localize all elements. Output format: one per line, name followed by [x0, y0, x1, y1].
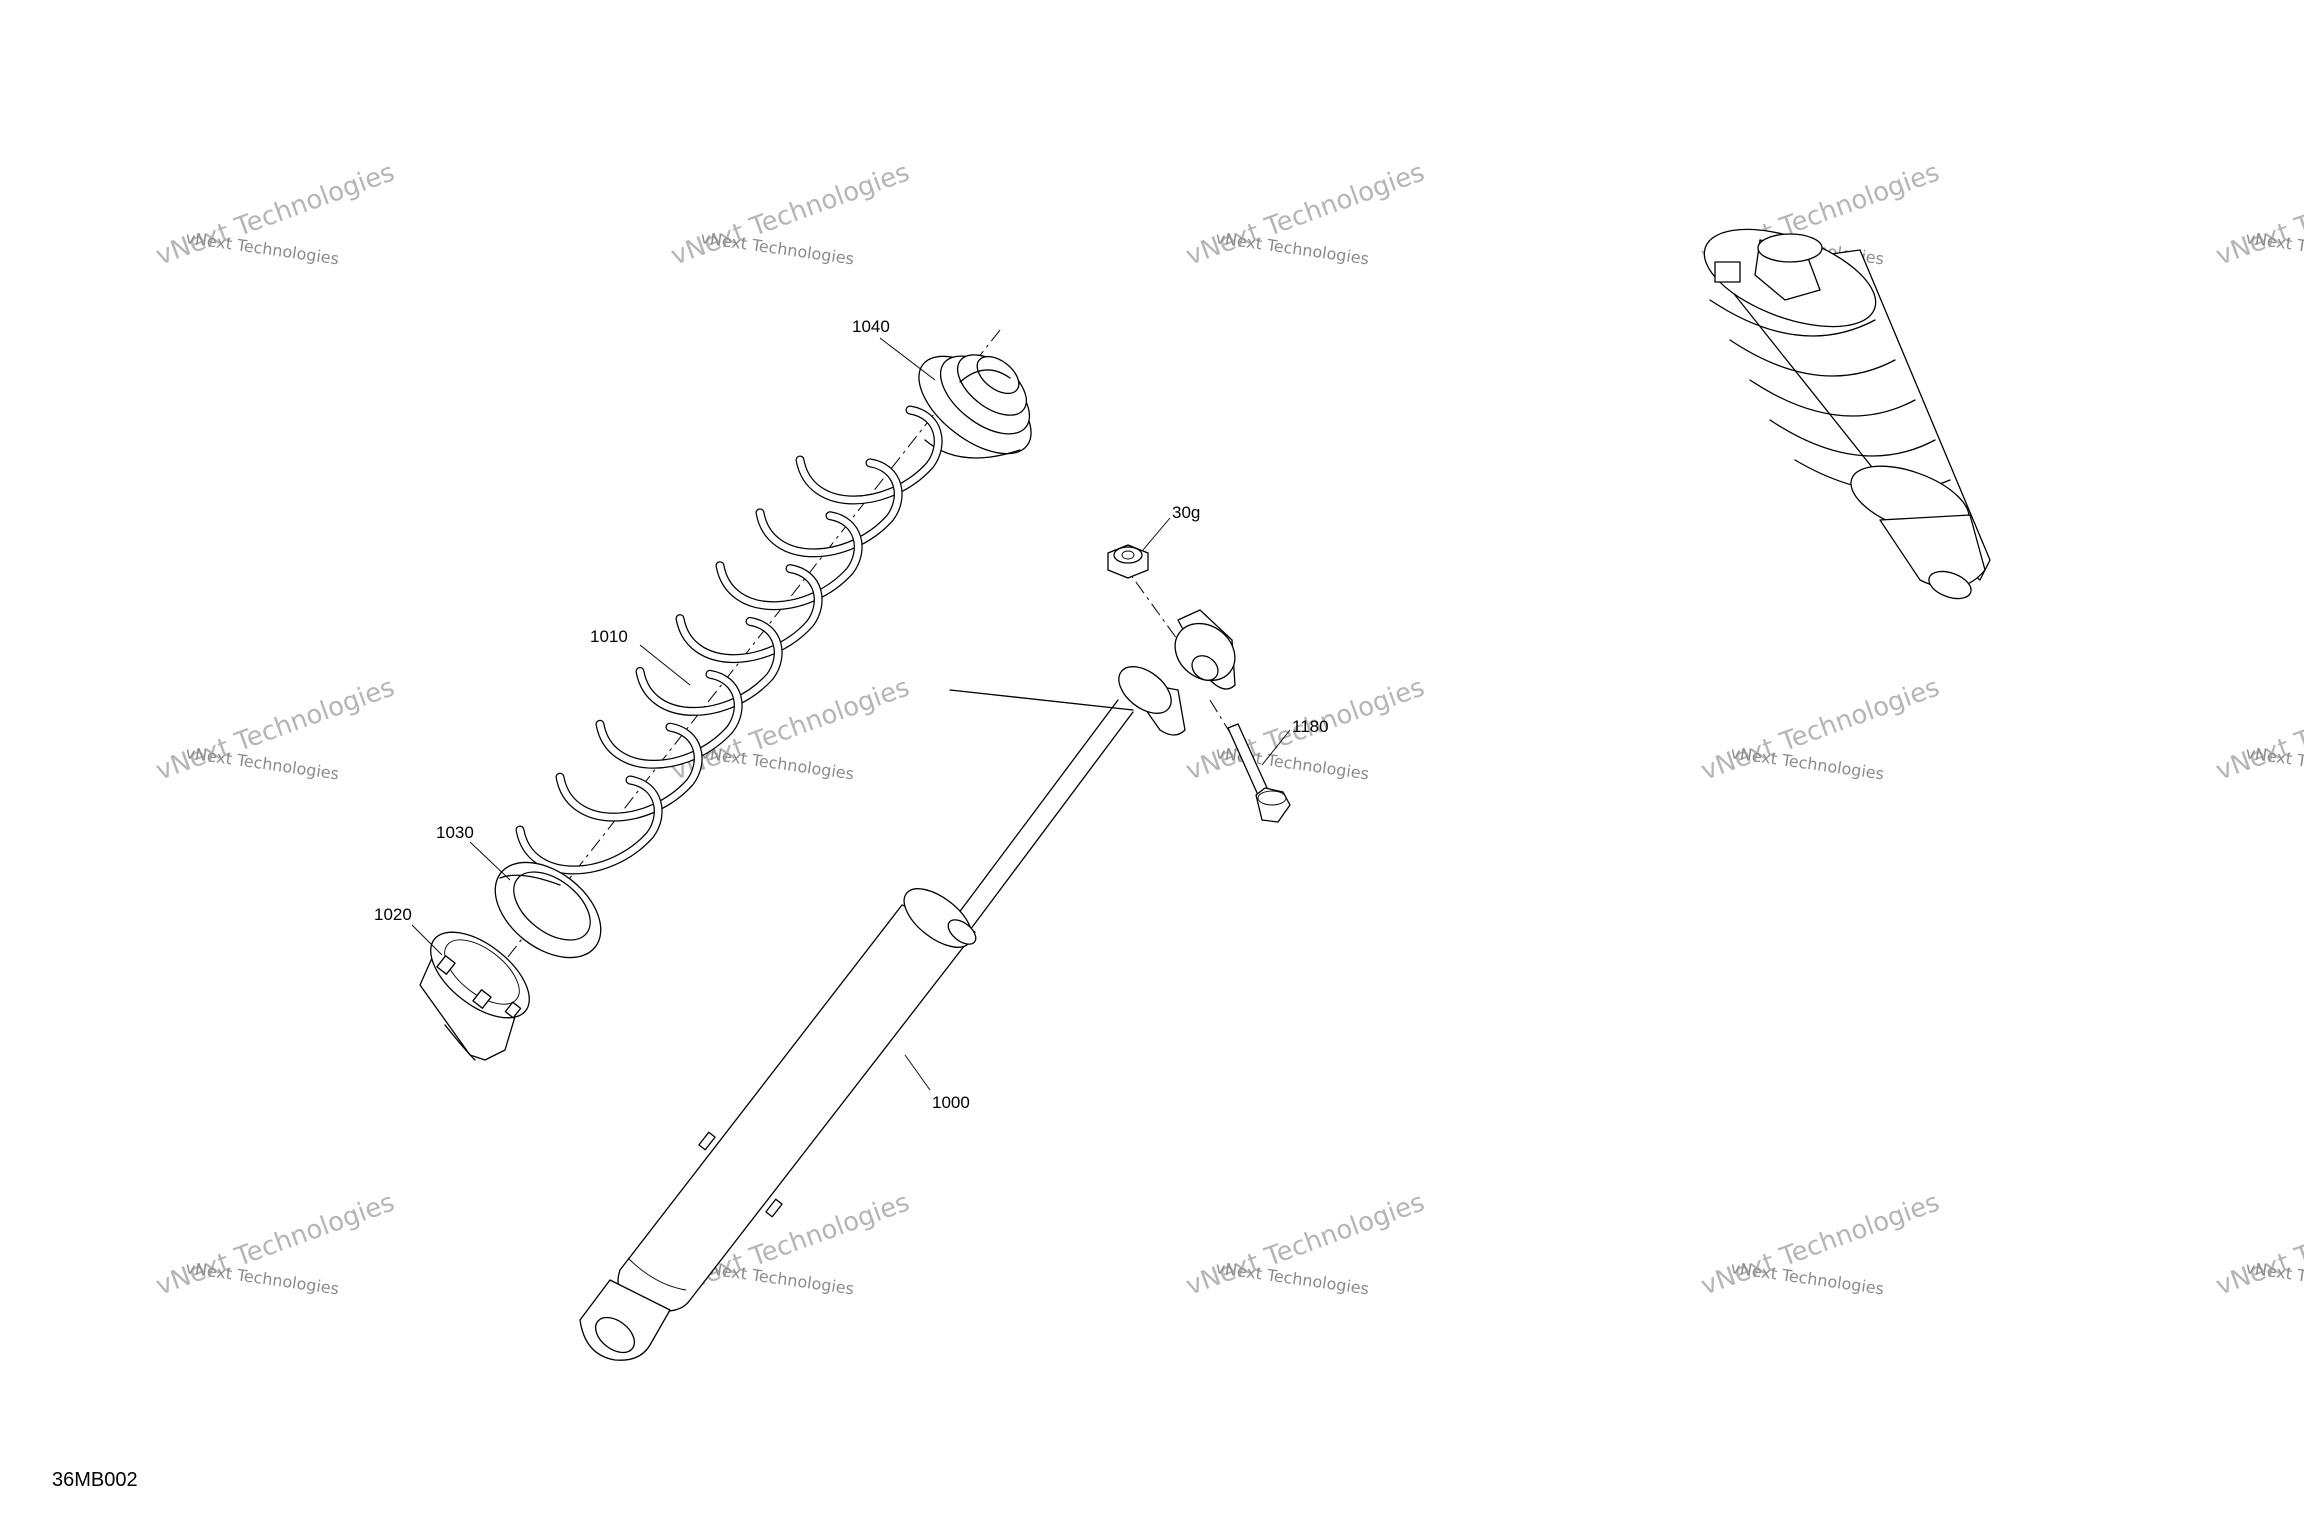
callout-1180: 1180: [1292, 717, 1329, 736]
part-1000-shock-absorber: [579, 609, 1236, 1361]
callout-1000: 1000: [932, 1093, 970, 1112]
assembled-shock-view: [1703, 228, 1991, 600]
spring-coil: [556, 723, 702, 821]
spring-coil: [796, 406, 942, 504]
callout-1010: 1010: [590, 627, 628, 646]
spring-coil: [676, 565, 822, 662]
part-30g-nut: [1107, 544, 1149, 579]
spring-coil: [756, 459, 902, 556]
spring-coil: [636, 618, 782, 715]
spring-coil: [795, 405, 943, 505]
part-1030-spring-ring: [494, 861, 602, 959]
callout-1040: 1040: [852, 317, 890, 336]
spring-coil: [515, 775, 663, 875]
spring-coil: [635, 616, 783, 716]
spring-coil: [516, 776, 662, 874]
watermark-text: vNext Technologies: [2212, 672, 2304, 786]
spring-coil: [596, 671, 742, 768]
assembly-axis-lines: [477, 329, 1266, 996]
part-1020-preload-collar: [419, 931, 530, 1061]
part-1040-upper-spring-seat: [918, 354, 1032, 459]
callout-leaders: [411, 337, 1291, 1091]
spring-coil: [715, 511, 863, 611]
callout-30g: 30g: [1172, 503, 1200, 522]
spring-coil: [755, 458, 903, 558]
callout-1030: 1030: [436, 823, 474, 842]
watermark-text: vNext Technologies: [2212, 157, 2304, 271]
callout-labels: 1040 1010 1030 1020 30g 1180 1000: [374, 317, 1329, 1112]
figure-code: 36MB002: [52, 1469, 138, 1491]
spring-coil: [675, 564, 823, 663]
part-1180-bolt: [1227, 723, 1291, 823]
watermark-text: vNext Technologies: [2212, 1187, 2304, 1301]
part-1010-coil-spring: [515, 405, 943, 875]
spring-coil: [716, 512, 862, 609]
callout-1020: 1020: [374, 905, 412, 924]
